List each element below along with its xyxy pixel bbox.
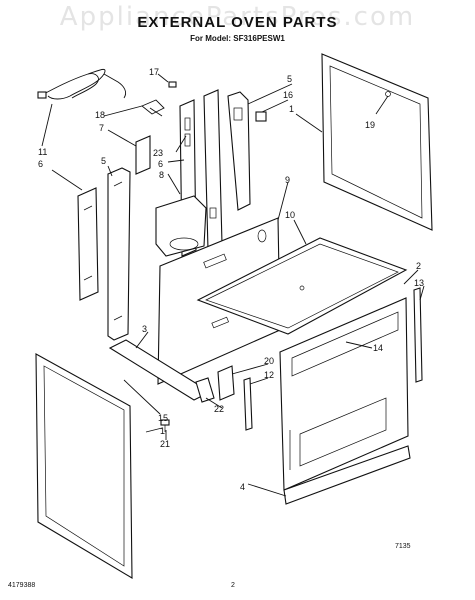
callout-8: 8	[159, 170, 164, 180]
leader-lines	[41, 73, 425, 497]
part-8-vent	[155, 195, 207, 257]
callout-5-top: 5	[287, 74, 292, 84]
callout-17: 17	[149, 67, 159, 77]
callout-3: 3	[142, 324, 147, 334]
callout-1-bottom: 1	[160, 426, 165, 436]
left-rear-rail	[77, 187, 99, 301]
callout-9: 9	[285, 175, 290, 185]
callout-13: 13	[414, 278, 424, 288]
left-front-rail	[107, 167, 131, 341]
part-21-screw	[160, 419, 170, 432]
watermark: AppliancePartsPros.com	[59, 2, 416, 32]
callout-7: 7	[99, 123, 104, 133]
callout-16: 16	[283, 90, 293, 100]
diagram-title: EXTERNAL OVEN PARTS	[137, 14, 338, 31]
diagram-code: 7135	[395, 543, 411, 550]
callout-4: 4	[240, 482, 245, 492]
callout-21: 21	[160, 439, 170, 449]
diagram-subtitle: For Model: SF316PESW1	[190, 34, 285, 43]
document-number: 4179388	[8, 582, 36, 589]
wire-harness	[37, 68, 127, 100]
part-7-bracket	[135, 135, 151, 175]
callout-10: 10	[285, 210, 295, 220]
front-frame	[279, 297, 409, 491]
page-number: 2	[231, 582, 235, 589]
callout-5-left: 5	[101, 156, 106, 166]
callout-19: 19	[365, 120, 375, 130]
right-side-panel	[321, 53, 433, 231]
rear-right-rail	[203, 89, 223, 251]
right-front-rail	[227, 91, 251, 211]
callout-22: 22	[214, 404, 224, 414]
part-13-trim	[413, 287, 423, 383]
part-16-clip	[255, 111, 267, 122]
callouts: 17 5 16 1 18 7 23 6 8 19 11 6 5 9 10 2 1…	[38, 67, 424, 492]
part-20-bracket	[217, 365, 235, 401]
callout-14: 14	[373, 343, 383, 353]
part-17-screw	[168, 81, 177, 88]
callout-20: 20	[264, 356, 274, 366]
callout-18: 18	[95, 110, 105, 120]
callout-11: 11	[38, 147, 47, 157]
left-side-panel	[35, 353, 133, 579]
part-22-leveler	[195, 377, 215, 403]
callout-15: 15	[158, 413, 168, 423]
callout-12: 12	[264, 370, 274, 380]
callout-2: 2	[416, 261, 421, 271]
part-18-bracket	[141, 99, 165, 117]
callout-23: 23	[153, 148, 163, 158]
part-4-kick-plate	[283, 445, 411, 505]
part-12-rod	[243, 377, 253, 431]
callout-6-center: 6	[158, 159, 163, 169]
callout-1-top: 1	[289, 104, 294, 114]
callout-6-left: 6	[38, 159, 43, 169]
oven-top-panel	[196, 237, 408, 335]
